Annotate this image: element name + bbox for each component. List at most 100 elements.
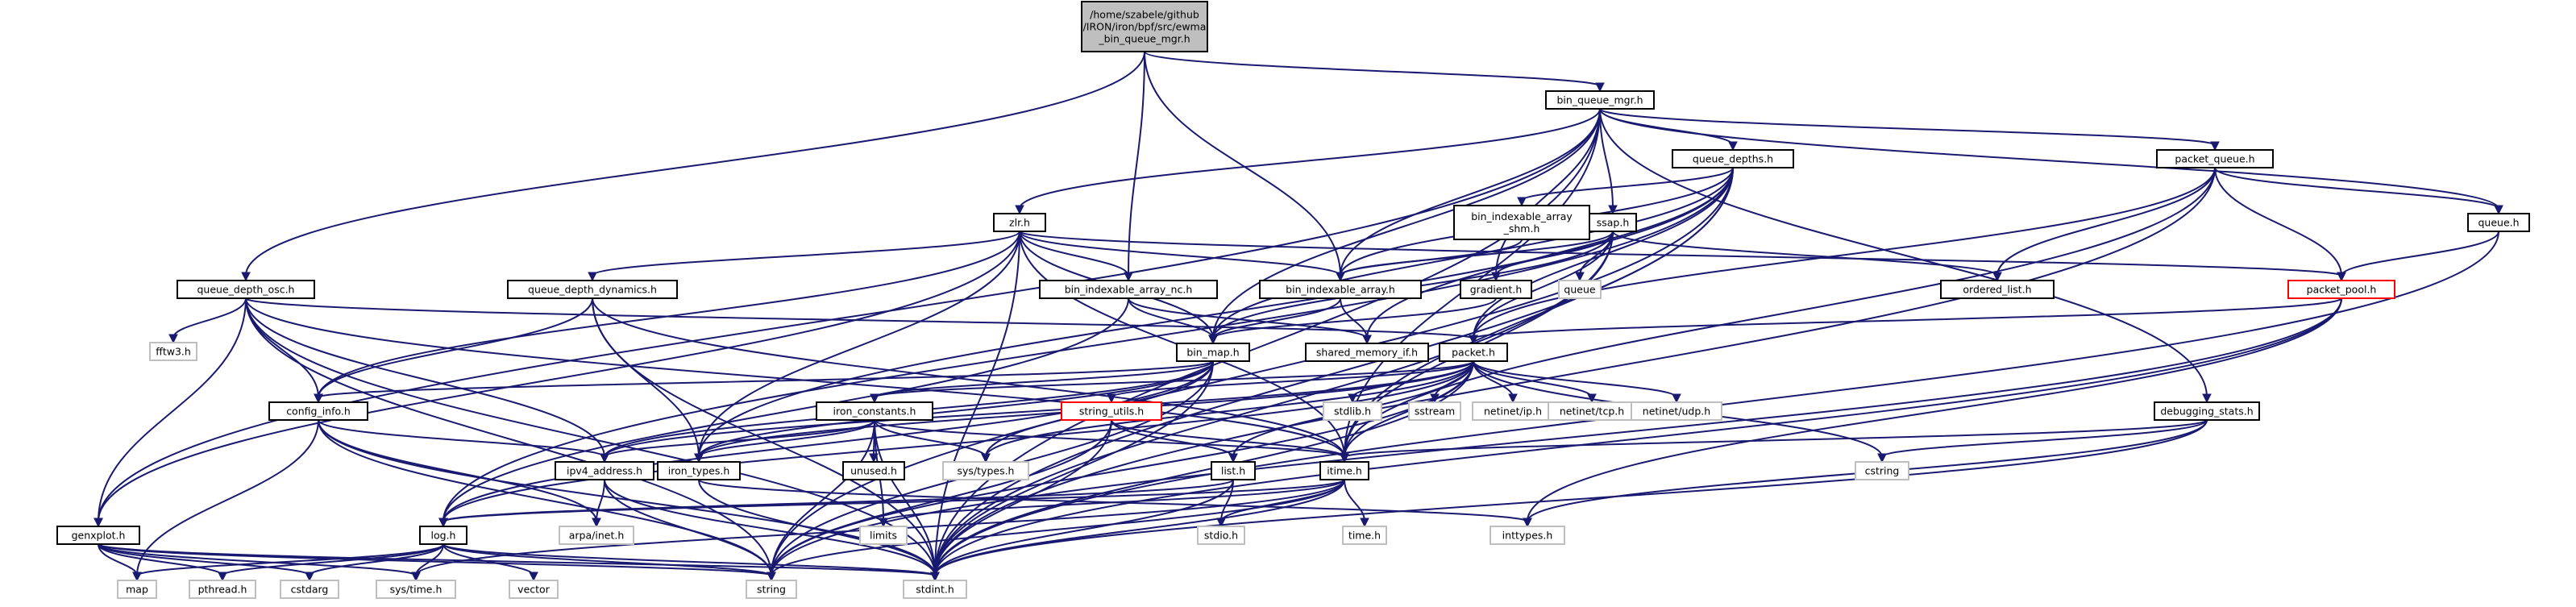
node-label: inttypes.h: [1502, 530, 1553, 542]
node-box: [1061, 401, 1162, 421]
edge-line: [1111, 360, 1474, 398]
arrowhead-icon: [694, 453, 704, 464]
node-label: stdint.h: [916, 584, 954, 596]
edge-line: [245, 51, 1145, 276]
node-box: [1439, 343, 1508, 362]
node-stdio: stdio.h: [1197, 526, 1245, 545]
edge-line: [874, 360, 1474, 398]
node-qdosc[interactable]: queue_depth_osc.h: [177, 280, 315, 299]
node-box: [1197, 526, 1245, 545]
arrowhead-icon: [879, 518, 888, 528]
node-box: [1589, 213, 1637, 232]
node-map: map: [117, 580, 157, 599]
edge-line: [318, 419, 605, 458]
edge-line: [1996, 167, 2216, 276]
node-vector: vector: [509, 580, 559, 599]
edge-line: [592, 231, 1020, 276]
node-packet[interactable]: packet.h: [1439, 343, 1508, 362]
node-box: [509, 580, 559, 599]
arrowhead-icon: [1992, 272, 2002, 282]
edge-line: [874, 419, 1345, 458]
node-qdd[interactable]: queue_depth_dynamics.h: [507, 280, 678, 299]
edge-line: [771, 479, 1345, 576]
include-edge: [1469, 167, 2216, 345]
node-irontypes[interactable]: iron_types.h: [657, 461, 741, 480]
node-configinfo[interactable]: config_info.h: [268, 401, 368, 421]
node-shm[interactable]: shared_memory_if.h: [1305, 343, 1429, 362]
node-pktqueue[interactable]: packet_queue.h: [2156, 149, 2274, 168]
include-edge: [1019, 231, 2346, 282]
node-label: unused.h: [850, 465, 897, 477]
node-label: packet_pool.h: [2307, 284, 2377, 296]
node-pktpool[interactable]: packet_pool.h: [2287, 280, 2395, 299]
edges-layer: [93, 51, 2503, 582]
node-biashm[interactable]: bin_indexable_array_shm.h: [1453, 205, 1590, 240]
arrowhead-icon: [1107, 393, 1116, 404]
node-box: [1460, 280, 1532, 299]
edge-line: [442, 360, 1474, 522]
node-zlr[interactable]: zlr.h: [993, 213, 1046, 232]
edge-line: [592, 297, 1345, 458]
node-ironconst[interactable]: iron_constants.h: [816, 401, 933, 421]
node-box: [657, 461, 741, 480]
include-edge: [1340, 419, 2208, 464]
edge-line: [604, 360, 1474, 458]
edge-line: [698, 479, 936, 576]
node-genxplot[interactable]: genxplot.h: [56, 526, 140, 545]
include-edge: [1015, 108, 1601, 215]
edge-line: [934, 479, 1345, 576]
arrowhead-icon: [1508, 393, 1518, 404]
node-itime[interactable]: itime.h: [1319, 461, 1369, 480]
arrowhead-icon: [93, 518, 103, 528]
node-label: sys/time.h: [390, 584, 442, 596]
edge-line: [318, 360, 1214, 398]
node-orderedlist[interactable]: ordered_list.h: [1940, 280, 2055, 299]
node-binmap[interactable]: bin_map.h: [1176, 343, 1250, 362]
include-edge: [245, 297, 323, 404]
node-label: _shm.h: [1503, 222, 1540, 235]
node-box: [1211, 461, 1256, 480]
node-ipv4[interactable]: ipv4_address.h: [555, 461, 654, 480]
edge-line: [1212, 108, 1601, 339]
node-unused[interactable]: unused.h: [842, 461, 905, 480]
edge-line: [245, 297, 1474, 339]
node-box: [280, 580, 339, 599]
include-edge: [1144, 51, 1605, 93]
node-box: [1545, 90, 1655, 110]
node-stringutils[interactable]: string_utils.h: [1061, 401, 1162, 421]
include-edge: [1344, 479, 1369, 528]
node-ssap[interactable]: ssap.h: [1589, 213, 1637, 232]
node-root[interactable]: /home/szabele/github/IRON/iron/bpf/src/e…: [1081, 1, 1208, 52]
node-qdepths[interactable]: queue_depths.h: [1672, 149, 1794, 168]
node-queue[interactable]: queue.h: [2467, 213, 2530, 232]
node-bia[interactable]: bin_indexable_array.h: [1259, 280, 1422, 299]
node-box: [1408, 401, 1461, 421]
node-label: bin_indexable_array: [1471, 210, 1573, 222]
node-box: [1855, 461, 1909, 480]
include-edge: [1124, 51, 1145, 282]
edge-line: [98, 543, 936, 576]
edge-line: [98, 108, 1601, 522]
node-stdlib: stdlib.h: [1323, 401, 1382, 421]
node-label: ipv4_address.h: [567, 465, 642, 477]
node-list[interactable]: list.h: [1211, 461, 1256, 480]
node-box: [149, 342, 197, 361]
node-label: zlr.h: [1009, 217, 1030, 229]
arrowhead-icon: [767, 572, 776, 582]
node-debugstats[interactable]: debugging_stats.h: [2154, 401, 2260, 421]
edge-line: [771, 419, 875, 576]
arrowhead-icon: [305, 572, 314, 582]
arrowhead-icon: [1728, 141, 1738, 152]
node-stdint: stdint.h: [903, 580, 967, 599]
edge-line: [1111, 419, 1345, 458]
edge-line: [1473, 167, 2216, 339]
node-bqm[interactable]: bin_queue_mgr.h: [1545, 90, 1655, 110]
node-fftw3: fftw3.h: [149, 342, 197, 361]
node-log[interactable]: log.h: [419, 526, 467, 545]
node-netudp: netinet/udp.h: [1631, 401, 1722, 421]
edge-line: [1473, 360, 1677, 398]
edge-line: [1495, 231, 1614, 276]
node-gradient[interactable]: gradient.h: [1460, 280, 1532, 299]
node-box: [859, 526, 908, 545]
node-bianc[interactable]: bin_indexable_array_nc.h: [1039, 280, 1218, 299]
